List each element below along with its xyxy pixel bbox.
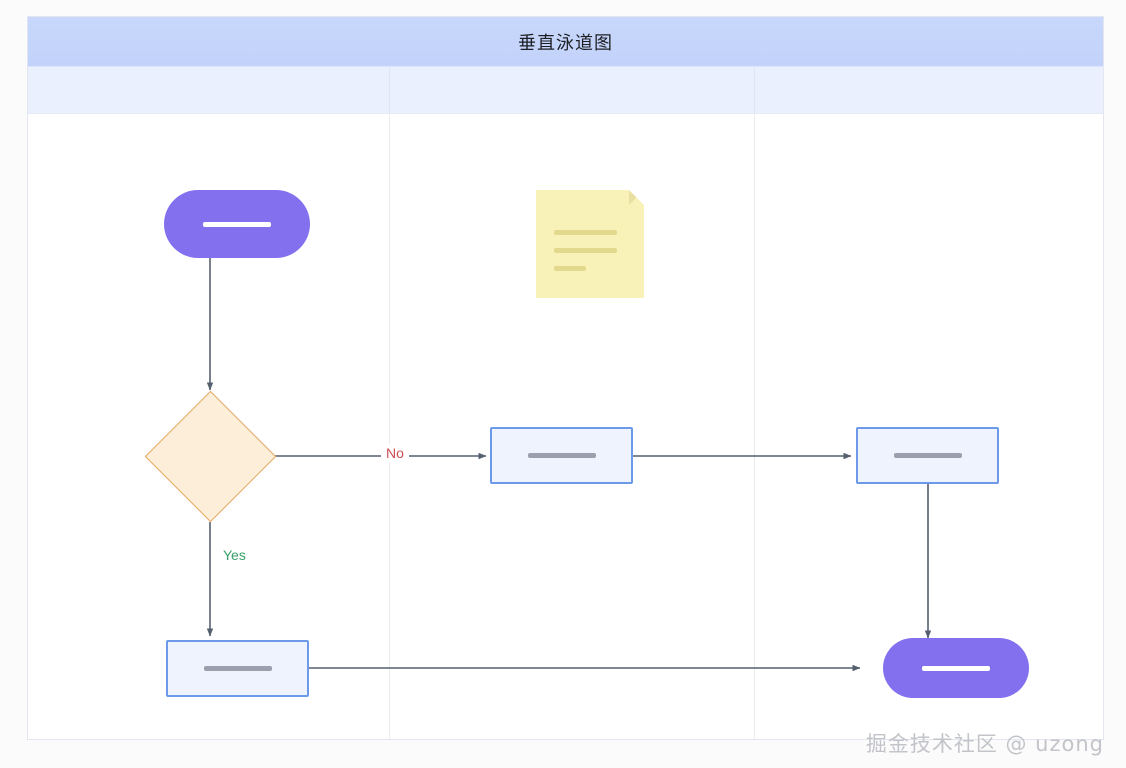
note-line-1 <box>554 230 617 235</box>
node-note[interactable] <box>536 190 644 298</box>
node-end[interactable] <box>883 638 1029 698</box>
edge-label-yes: Yes <box>218 546 251 564</box>
node-process-mid[interactable] <box>490 427 633 484</box>
edge-label-no: No <box>381 444 409 462</box>
node-process-right-placeholder-text <box>893 453 962 458</box>
decision-diamond-shape <box>144 390 277 523</box>
node-process-right[interactable] <box>856 427 999 484</box>
node-start-placeholder-text <box>203 221 271 227</box>
lane-header-2[interactable] <box>389 67 754 113</box>
note-line-2 <box>554 248 617 253</box>
diagram-canvas[interactable]: No Yes <box>28 114 1103 739</box>
diagram-title-bar: 垂直泳道图 <box>28 17 1103 67</box>
lane-header-1[interactable] <box>28 67 389 113</box>
node-start[interactable] <box>164 190 310 258</box>
swimlane-diagram-card: 垂直泳道图 <box>27 16 1104 740</box>
lane-header-row <box>28 67 1103 114</box>
diagram-title: 垂直泳道图 <box>518 32 613 54</box>
lane-divider-2 <box>754 114 755 739</box>
note-placeholder-lines <box>554 230 617 271</box>
note-fold-corner-icon <box>629 190 644 205</box>
note-line-3 <box>554 266 586 271</box>
node-decision[interactable] <box>144 390 277 523</box>
node-process-mid-placeholder-text <box>527 453 596 458</box>
lane-header-3[interactable] <box>754 67 1103 113</box>
node-process-left-placeholder-text <box>203 666 272 671</box>
node-end-placeholder-text <box>922 665 990 671</box>
node-process-left[interactable] <box>166 640 309 697</box>
watermark-text: 掘金技术社区 @ uzong <box>865 732 1104 756</box>
lane-divider-1 <box>389 114 390 739</box>
